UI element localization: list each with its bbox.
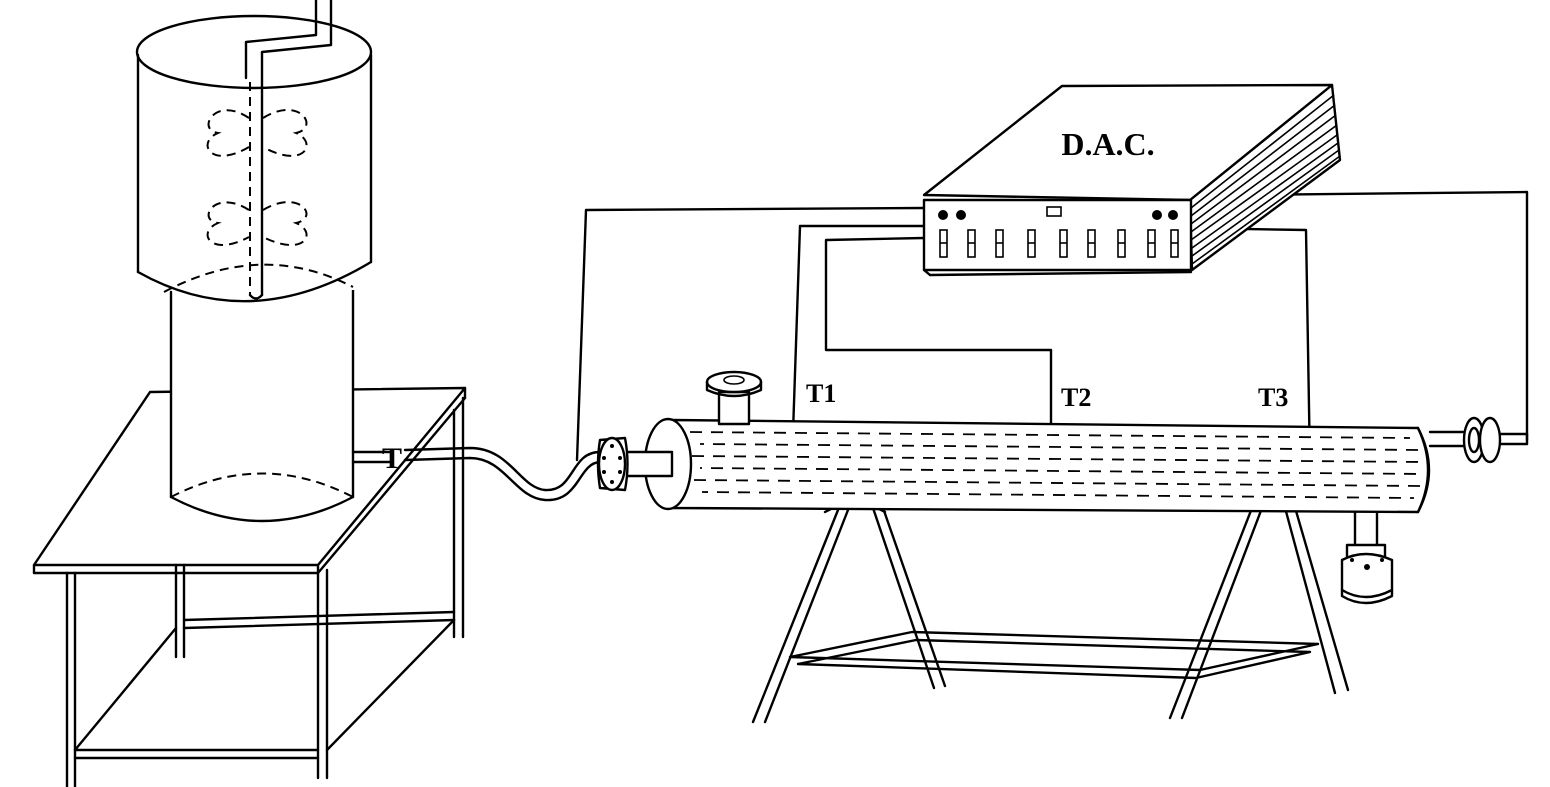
liquid-fill — [689, 431, 1425, 499]
test-section-pipe — [596, 370, 1529, 605]
outlet-fitting — [1428, 416, 1529, 464]
channel-switches — [939, 229, 1179, 258]
indicator-light — [1168, 210, 1178, 220]
outlet-hose: T — [351, 442, 602, 502]
indicator-light — [956, 210, 966, 220]
storage-tank — [169, 285, 355, 523]
sensor-label-t1: T1 — [806, 379, 836, 408]
power-switch-icon — [1046, 206, 1062, 217]
data-acquisition-box: D.A.C. — [922, 83, 1342, 277]
top-nozzle — [705, 370, 763, 426]
drain-valve — [1340, 503, 1394, 605]
sensor-label-t2: T2 — [1061, 383, 1091, 412]
indicator-light — [938, 210, 948, 220]
sensor-label-t3: T3 — [1258, 383, 1288, 412]
pipe-stands — [751, 501, 1350, 724]
indicator-light — [1152, 210, 1162, 220]
inlet-flange — [596, 436, 674, 492]
mixing-tank — [135, 0, 373, 303]
dac-label: D.A.C. — [1061, 126, 1154, 162]
tee-valve-label: T — [382, 442, 402, 475]
